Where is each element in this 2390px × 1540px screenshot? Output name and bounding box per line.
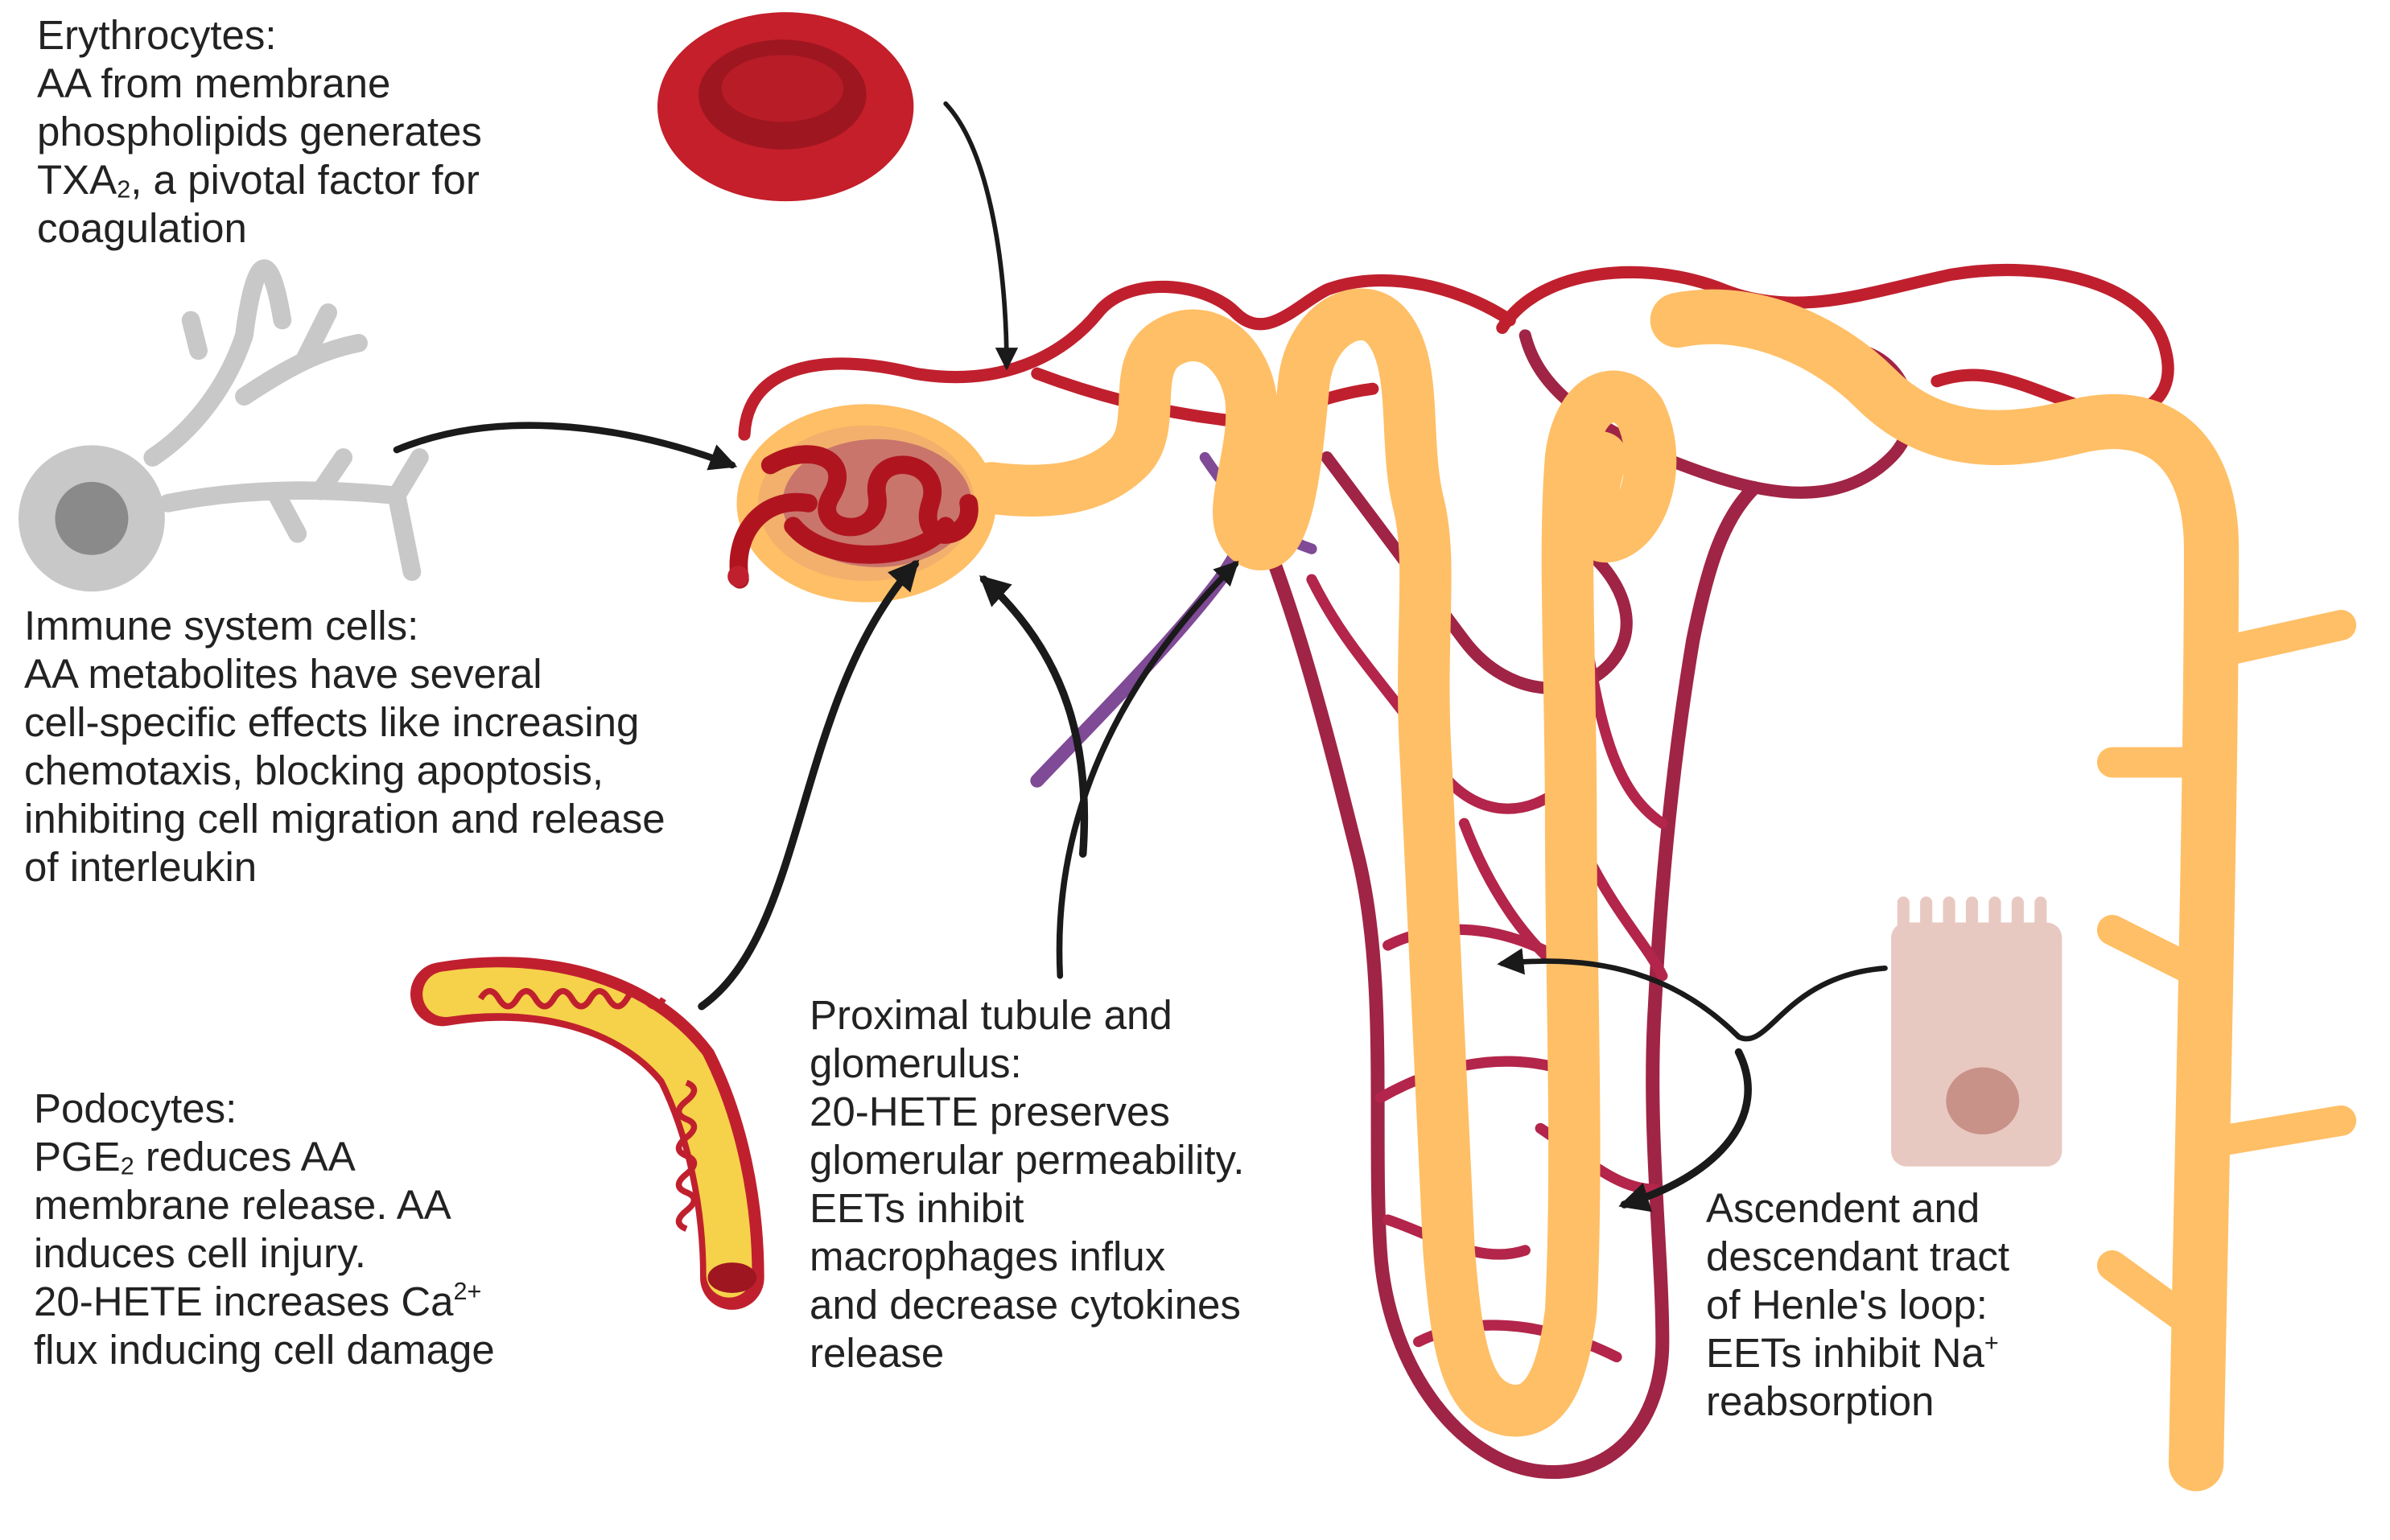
immune-line: of interleukin: [24, 844, 258, 890]
ca-text: 20-HETE increases Ca: [34, 1279, 454, 1324]
proximal-line: glomerular permeability.: [810, 1137, 1245, 1183]
podocytes-label: Podocytes: PGE2 reduces AA membrane rele…: [34, 1085, 495, 1374]
arrow-podocytes: [698, 559, 920, 1011]
erythrocytes-line: TXA2, a pivotal factor for: [37, 156, 482, 204]
pge-text: PGE: [34, 1134, 121, 1180]
erythrocytes-line: coagulation: [37, 205, 247, 251]
txa-text: TXA: [37, 157, 117, 203]
henle-heading: of Henle's loop:: [1706, 1282, 1988, 1328]
podocytes-line: flux inducing cell damage: [34, 1327, 495, 1373]
tubule: [965, 288, 2357, 1492]
immune-line: inhibiting cell migration and release: [24, 796, 665, 842]
glomerulus: [727, 404, 996, 603]
pge-rest: reduces AA: [134, 1134, 356, 1180]
podocyte-vessel-icon: [410, 957, 764, 1310]
na-superscript: +: [1984, 1329, 1999, 1357]
ca-superscript: 2+: [453, 1278, 482, 1306]
erythrocytes-heading: Erythrocytes:: [37, 12, 277, 58]
immune-heading: Immune system cells:: [24, 603, 419, 649]
podocytes-line: membrane release. AA: [34, 1182, 451, 1228]
arrow-henle-upper: [1497, 948, 1888, 1042]
proximal-heading: Proximal tubule and: [810, 992, 1172, 1038]
erythrocytes-label: Erythrocytes: AA from membrane phospholi…: [37, 11, 482, 253]
arrow-proximal-tubule: [1056, 560, 1239, 979]
arrow-proximal-glomerulus: [979, 575, 1089, 858]
podocytes-line: 20-HETE increases Ca2+: [34, 1278, 495, 1326]
proximal-line: EETs inhibit: [810, 1185, 1024, 1231]
erythrocytes-line: phospholipids generates: [37, 109, 482, 154]
pge-subscript: 2: [120, 1152, 134, 1180]
proximal-line: release: [810, 1330, 945, 1376]
podocytes-line: induces cell injury.: [34, 1230, 366, 1276]
epithelial-cell-icon: [1891, 896, 2062, 1167]
proximal-line: and decrease cytokines: [810, 1282, 1241, 1328]
arrow-immune: [393, 422, 738, 471]
immune-line: AA metabolites have several: [24, 651, 542, 697]
proximal-heading: glomerulus:: [810, 1040, 1022, 1086]
arrow-erythrocytes: [943, 101, 1019, 371]
henle-label: Ascendent and descendant tract of Henle'…: [1706, 1184, 2009, 1426]
arrows: [393, 101, 1888, 1213]
henle-line: EETs inhibit Na+: [1706, 1329, 2009, 1377]
henle-heading: descendant tract: [1706, 1233, 2010, 1279]
podocytes-heading: Podocytes:: [34, 1085, 237, 1131]
arrow-henle-lower: [1618, 1048, 1752, 1213]
proximal-line: macrophages influx: [810, 1233, 1166, 1279]
henle-line: reabsorption: [1706, 1378, 1935, 1424]
immune-cell-icon: [18, 259, 429, 592]
proximal-line: 20-HETE preserves: [810, 1089, 1170, 1134]
immune-line: chemotaxis, blocking apoptosis,: [24, 747, 604, 793]
txa-subscript: 2: [117, 175, 131, 204]
na-text: EETs inhibit Na: [1706, 1330, 1984, 1376]
red-blood-cell-icon: [657, 12, 914, 202]
immune-label: Immune system cells: AA metabolites have…: [24, 602, 665, 891]
immune-line: cell-specific effects like increasing: [24, 699, 640, 745]
proximal-label: Proximal tubule and glomerulus: 20-HETE …: [810, 991, 1244, 1377]
erythrocytes-line: AA from membrane: [37, 60, 391, 106]
henle-heading: Ascendent and: [1706, 1185, 1980, 1231]
txa-rest: , a pivotal factor for: [130, 157, 480, 203]
podocytes-line: PGE2 reduces AA: [34, 1133, 495, 1181]
